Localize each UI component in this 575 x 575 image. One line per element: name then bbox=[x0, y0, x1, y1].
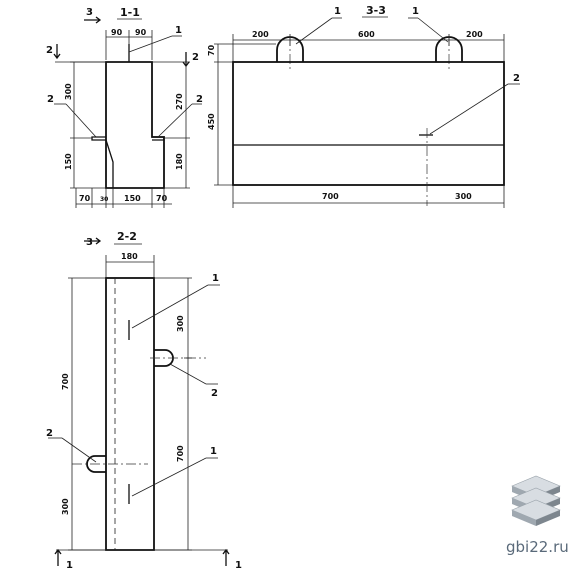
callout-1: 1 bbox=[175, 25, 182, 36]
section-marker-2-left: 2 bbox=[46, 45, 53, 56]
dim-90-left: 90 bbox=[111, 28, 123, 37]
dim-300-bottom: 300 bbox=[455, 192, 472, 201]
callout-1-left: 1 bbox=[334, 6, 341, 17]
callout-2-right: 2 bbox=[211, 388, 218, 399]
dim-300-right: 300 bbox=[176, 315, 185, 332]
block-profile bbox=[105, 61, 165, 189]
section-title-3-3: 3-3 bbox=[366, 4, 386, 17]
dim-150: 150 bbox=[64, 153, 73, 170]
dim-70-left: 70 bbox=[79, 194, 91, 203]
section-marker-1-right: 1 bbox=[235, 560, 242, 571]
section-marker-3-bottom: 3 bbox=[86, 237, 93, 248]
dim-70-right: 70 bbox=[156, 194, 168, 203]
callout-1-bottom: 1 bbox=[210, 446, 217, 457]
dim-200-left: 200 bbox=[252, 30, 269, 39]
watermark: gbi22.ru bbox=[506, 475, 569, 556]
dim-300-left: 300 bbox=[61, 498, 70, 515]
dim-180: 180 bbox=[175, 153, 184, 170]
stacked-blocks-logo bbox=[511, 475, 561, 526]
callout-1-right: 1 bbox=[412, 6, 419, 17]
callout-1-top: 1 bbox=[212, 273, 219, 284]
watermark-site: gbi22.ru bbox=[506, 538, 569, 556]
callout-2-left: 2 bbox=[47, 94, 54, 105]
dim-150-bottom: 150 bbox=[124, 194, 141, 203]
section-marker-1-left: 1 bbox=[66, 560, 73, 571]
block-plan bbox=[105, 277, 155, 551]
dim-450: 450 bbox=[207, 113, 216, 130]
section-2-2: 3 2-2 180 1 2 1 2 bbox=[46, 230, 242, 571]
dim-700: 700 bbox=[322, 192, 339, 201]
section-title-1-1: 1-1 bbox=[120, 6, 140, 19]
dim-700-left: 700 bbox=[61, 373, 70, 390]
section-title-2-2: 2-2 bbox=[117, 230, 137, 243]
section-3-3: 3-3 200 600 200 1 1 2 bbox=[207, 4, 520, 208]
dim-180: 180 bbox=[121, 252, 138, 261]
dim-600: 600 bbox=[358, 30, 375, 39]
section-1-1: 3 1-1 90 90 1 2 2 300 150 bbox=[46, 6, 203, 208]
dim-300: 300 bbox=[64, 83, 73, 100]
dim-30: 30 bbox=[100, 196, 108, 203]
block-elevation bbox=[232, 61, 505, 186]
dim-270: 270 bbox=[175, 93, 184, 110]
dim-90-right: 90 bbox=[135, 28, 147, 37]
callout-2-right: 2 bbox=[196, 94, 203, 105]
dim-200-right: 200 bbox=[466, 30, 483, 39]
callout-2-left: 2 bbox=[46, 428, 53, 439]
callout-2: 2 bbox=[513, 73, 520, 84]
anchor-left bbox=[86, 455, 106, 473]
section-marker-2-right: 2 bbox=[192, 52, 199, 63]
section-arrow bbox=[84, 16, 102, 24]
section-marker-3-top: 3 bbox=[86, 7, 93, 18]
dim-700-right: 700 bbox=[176, 445, 185, 462]
dim-70: 70 bbox=[207, 44, 216, 56]
